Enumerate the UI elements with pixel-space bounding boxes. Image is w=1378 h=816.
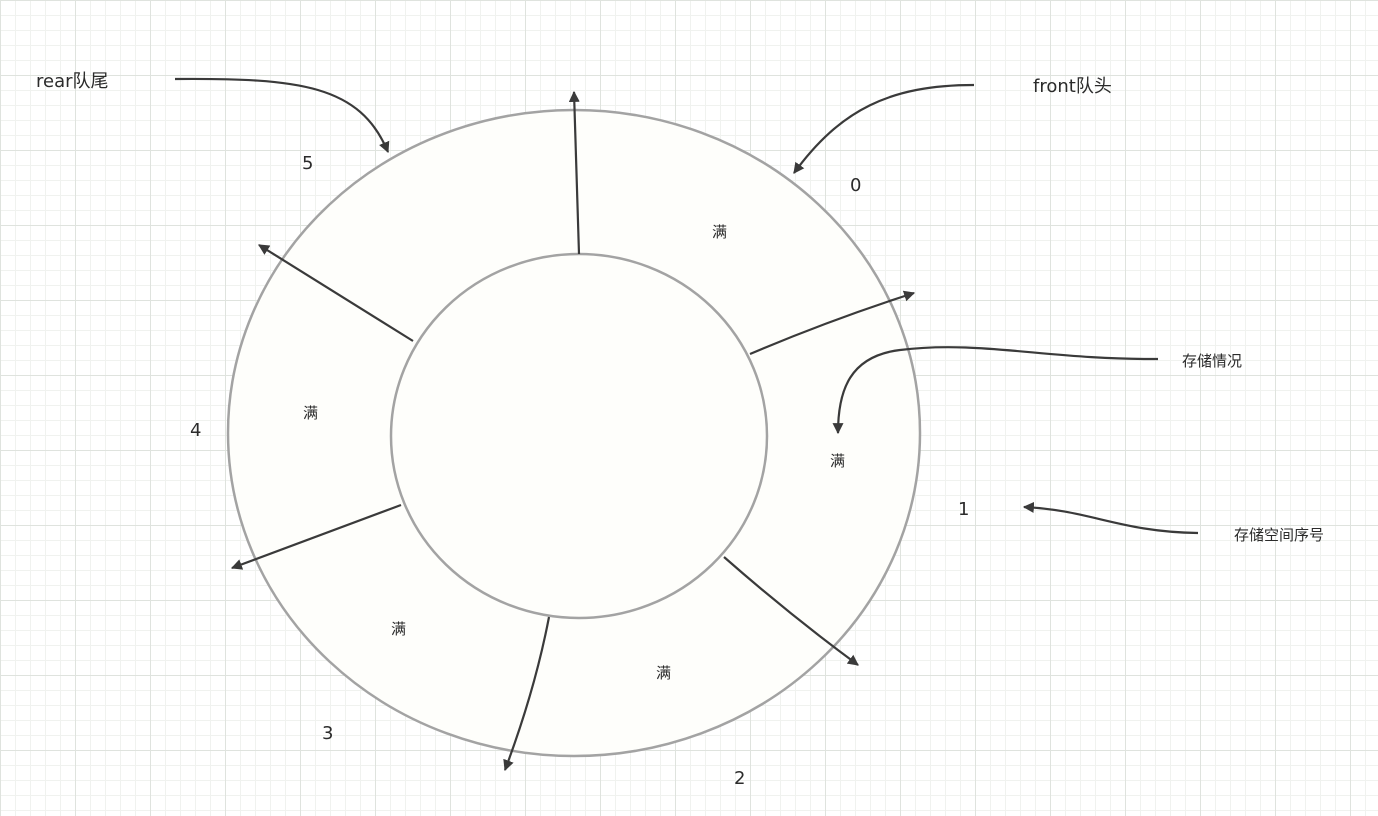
slot-status-0: 满 xyxy=(712,223,727,241)
divider-arrow-3-4 xyxy=(230,503,402,570)
storage-status-label: 存储情况 xyxy=(1182,352,1242,370)
slot-status-4: 满 xyxy=(303,404,318,422)
slot-index-0: 0 xyxy=(850,175,861,196)
storage-index-arrow xyxy=(1022,501,1199,535)
divider-arrow-0-1 xyxy=(749,290,916,356)
storage-status-arrow xyxy=(832,346,1159,435)
slot-index-1: 1 xyxy=(958,499,969,520)
front-pointer-arrow xyxy=(793,83,975,174)
divider-arrow-4-5 xyxy=(258,244,414,342)
slot-index-5: 5 xyxy=(302,153,313,174)
divider-arrow-2-3 xyxy=(503,616,551,772)
slot-index-4: 4 xyxy=(190,420,201,441)
slot-index-3: 3 xyxy=(322,723,333,744)
divider-arrow-1-2 xyxy=(723,556,859,666)
inner-ring xyxy=(389,252,769,620)
divider-arrow-0-5 xyxy=(568,90,581,255)
rear-pointer-label: rear队尾 xyxy=(36,71,109,92)
slot-status-2: 满 xyxy=(656,664,671,682)
slot-status-3: 满 xyxy=(391,620,406,638)
front-pointer-label: front队头 xyxy=(1033,76,1112,97)
slot-status-1: 满 xyxy=(830,452,845,470)
storage-index-label: 存储空间序号 xyxy=(1234,526,1324,544)
slot-index-2: 2 xyxy=(734,768,745,789)
rear-pointer-arrow xyxy=(174,77,390,154)
